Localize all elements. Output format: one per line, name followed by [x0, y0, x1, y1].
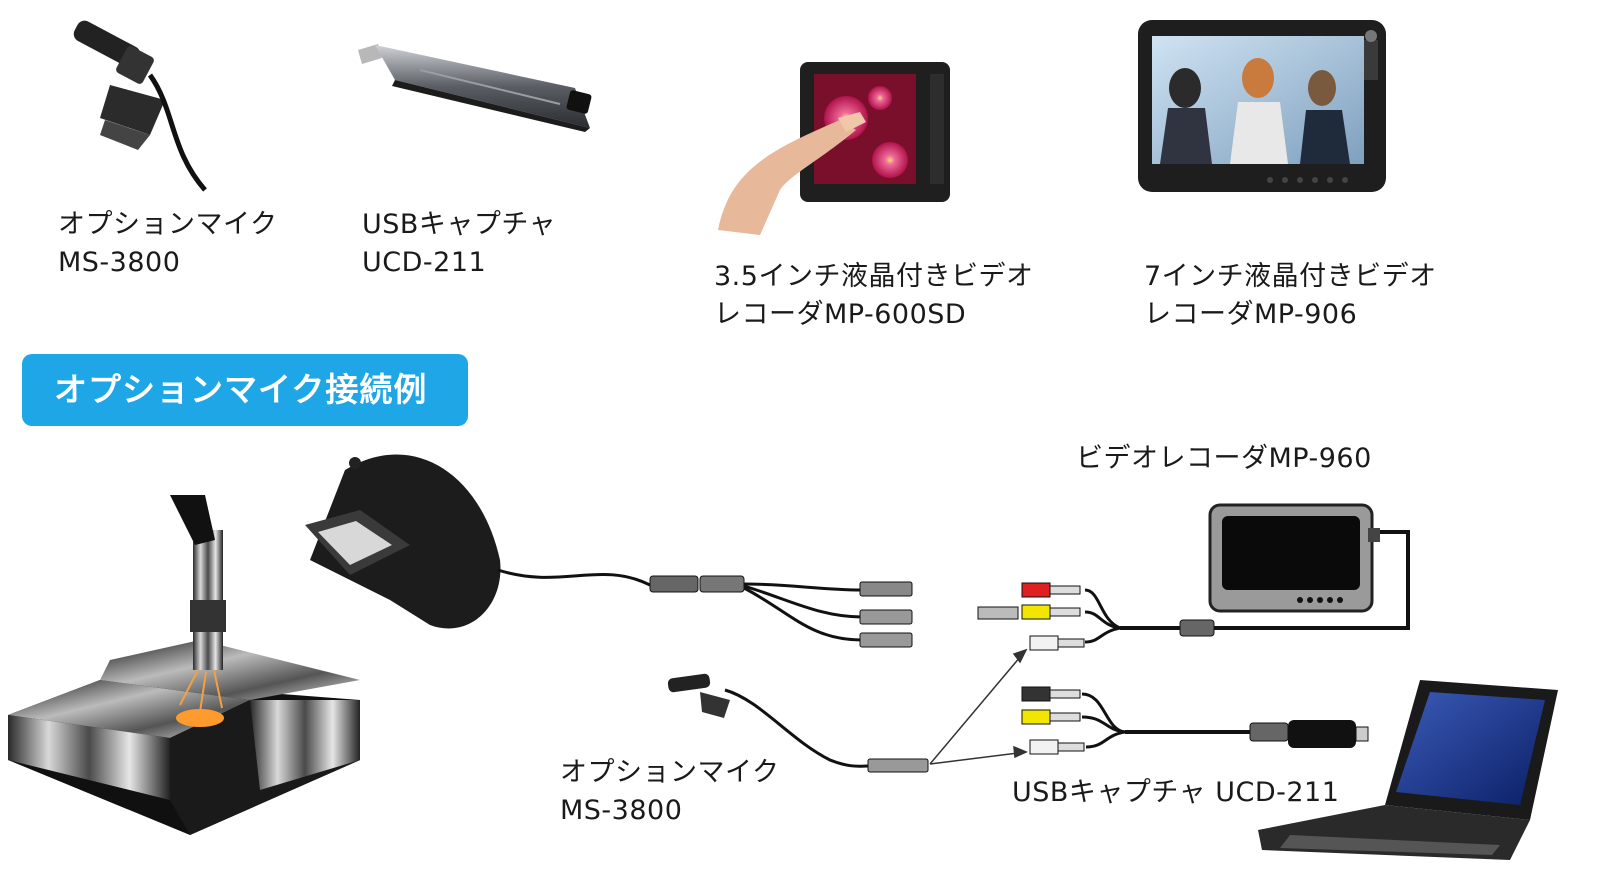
product-label-mic: オプションマイク MS-3800	[58, 206, 277, 282]
product-model: MS-3800	[58, 247, 181, 278]
product-name: 7インチ液晶付きビデオ	[1144, 261, 1437, 292]
handheld-recorder-photo	[718, 62, 950, 235]
product-name: 3.5インチ液晶付きビデオ	[714, 261, 1034, 292]
video-recorder-mp960-illustration	[1208, 503, 1380, 613]
mic-connection-arrows	[929, 648, 1028, 765]
product-name: オプションマイク	[58, 209, 278, 240]
laptop-illustration	[1258, 680, 1558, 860]
usb-capture-stick-photo	[358, 44, 592, 132]
product-model: レコーダMP-906	[1144, 299, 1358, 330]
recorder-rca-plugs	[977, 582, 1085, 651]
welding-workpiece-illustration	[8, 495, 360, 835]
usb-capture-label: USBキャプチャ UCD-211	[1012, 777, 1340, 808]
product-model: UCD-211	[362, 247, 487, 278]
lavalier-mic-photo	[73, 20, 207, 192]
product-name: USBキャプチャ	[362, 209, 557, 240]
product-label-mp906: 7インチ液晶付きビデオ レコーダMP-906	[1144, 258, 1437, 334]
product-model: レコーダMP-600SD	[714, 299, 967, 330]
mic-name: オプションマイク	[560, 757, 780, 788]
product-label-usb-capture: USBキャプチャ UCD-211	[362, 206, 556, 282]
camera-output-plugs	[859, 581, 913, 648]
section-title-banner: オプションマイク接続例	[22, 354, 468, 426]
option-mic-illustration	[667, 673, 929, 773]
recorder-label: ビデオレコーダMP-960	[1076, 443, 1372, 474]
usb-capture-ucd211-illustration	[1021, 686, 1369, 755]
diagram-mic-label: オプションマイク MS-3800	[560, 754, 779, 830]
product-label-mp600sd: 3.5インチ液晶付きビデオ レコーダMP-600SD	[714, 258, 1033, 334]
inline-connector	[649, 575, 745, 593]
mic-model: MS-3800	[560, 795, 683, 826]
welding-helmet-illustration	[305, 454, 501, 629]
tablet-recorder-photo	[1138, 20, 1386, 192]
